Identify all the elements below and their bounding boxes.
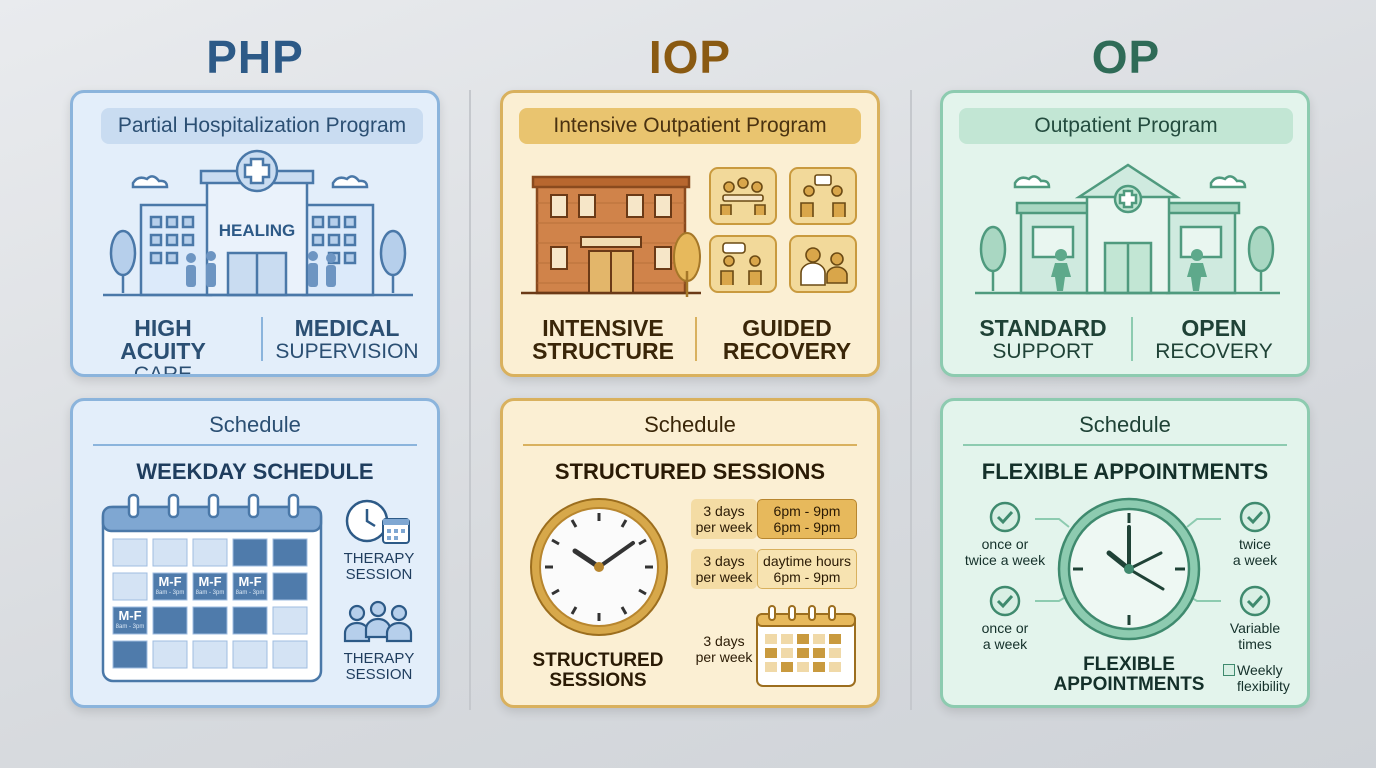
calendar-cell-sublabel: 8am - 3pm [155, 590, 185, 596]
calendar-cell-sublabel: 8am - 3pm [235, 590, 265, 596]
calendar-icon [101, 493, 323, 683]
group-therapy-icon [343, 600, 413, 643]
counseling-icon [789, 167, 857, 225]
op-title: OP [1091, 31, 1161, 83]
iop-program-name: Intensive Outpatient Program [519, 108, 861, 144]
doctor-consult-icon [789, 235, 857, 293]
iop-schedule-rule [523, 444, 857, 446]
therapy-session-label-1: THERAPY SESSION [343, 550, 415, 583]
op-program-card: Outpatient Program STANDAR [940, 90, 1310, 377]
hospital-sign: HEALING [218, 221, 296, 240]
clinic-building-icon [975, 163, 1280, 295]
php-schedule-heading: Schedule [209, 412, 301, 437]
iop-program-card: Intensive Outpatient Program [500, 90, 880, 377]
calendar-cell-sublabel: 8am - 3pm [115, 624, 145, 630]
op-schedule-rule [963, 444, 1287, 446]
iop-schedule-heading: Schedule [644, 412, 736, 437]
iop-label-separator [695, 317, 697, 361]
big-clock-icon [1057, 497, 1201, 641]
tree-icon [673, 232, 701, 297]
iop-schedule-title: STRUCTURED SESSIONS [554, 459, 826, 484]
brick-building-icon [521, 175, 701, 295]
php-label-separator [261, 317, 263, 361]
group-meeting-icon [709, 167, 777, 225]
calendar-cell-label: M-F [118, 608, 142, 623]
hospital-icon [103, 149, 413, 297]
php-schedule-rule [93, 444, 417, 446]
calendar-cell-label: M-F [198, 574, 222, 589]
calendar-cell-sublabel: 8am - 3pm [195, 590, 225, 596]
divider-right [910, 90, 912, 710]
php-title: PHP [206, 31, 304, 83]
divider-left [469, 90, 471, 710]
therapy-session-label-2: THERAPY SESSION [343, 650, 415, 683]
session-icon-grid [709, 167, 861, 295]
check-icon [1239, 585, 1271, 617]
check-icon [989, 585, 1021, 617]
discussion-icon [709, 235, 777, 293]
op-label-separator [1131, 317, 1133, 361]
calendar-icon [756, 605, 856, 687]
calendar-cell-label: M-F [158, 574, 182, 589]
clock-icon [530, 498, 668, 636]
php-program-card: Partial Hospitalization Program [70, 90, 440, 377]
iop-title: IOP [648, 31, 732, 83]
op-program-name: Outpatient Program [959, 108, 1293, 144]
calendar-cell-label: M-F [238, 574, 262, 589]
php-program-name: Partial Hospitalization Program [101, 108, 423, 144]
op-schedule-title: FLEXIBLE APPOINTMENTS [981, 459, 1269, 484]
clock-calendar-icon [345, 499, 410, 544]
op-legend-swatch [1223, 664, 1235, 676]
php-schedule-card: Schedule WEEKDAY SCHEDULE M-F M-F M-F M-… [70, 398, 440, 708]
php-schedule-title: WEEKDAY SCHEDULE [136, 459, 374, 484]
check-icon [989, 501, 1021, 533]
check-icon [1239, 501, 1271, 533]
op-schedule-heading: Schedule [1079, 412, 1171, 437]
